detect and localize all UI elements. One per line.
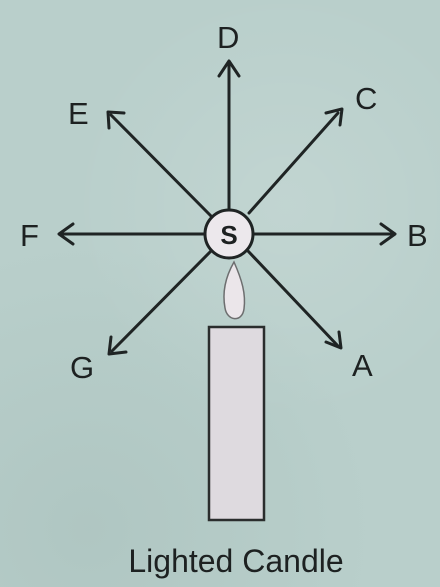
source-circle (203, 208, 255, 260)
source-label: S (220, 220, 237, 250)
label-g: G (70, 350, 94, 385)
candle-flame (223, 260, 246, 320)
candle-caption: Lighted Candle (128, 543, 343, 579)
ray-e (106, 110, 213, 218)
ray-c (247, 107, 344, 215)
label-f: F (20, 218, 39, 253)
label-e: E (68, 96, 89, 131)
ray-g (107, 249, 213, 356)
label-d: D (217, 20, 239, 55)
ray-a (246, 249, 343, 350)
label-c: C (355, 81, 377, 116)
candle-body (207, 325, 266, 522)
light-source: S (203, 208, 255, 260)
candle (207, 260, 266, 522)
label-b: B (407, 218, 428, 253)
ray-d (217, 59, 241, 213)
ray-b (252, 222, 397, 246)
label-a: A (352, 348, 373, 383)
ray-f (57, 222, 207, 246)
